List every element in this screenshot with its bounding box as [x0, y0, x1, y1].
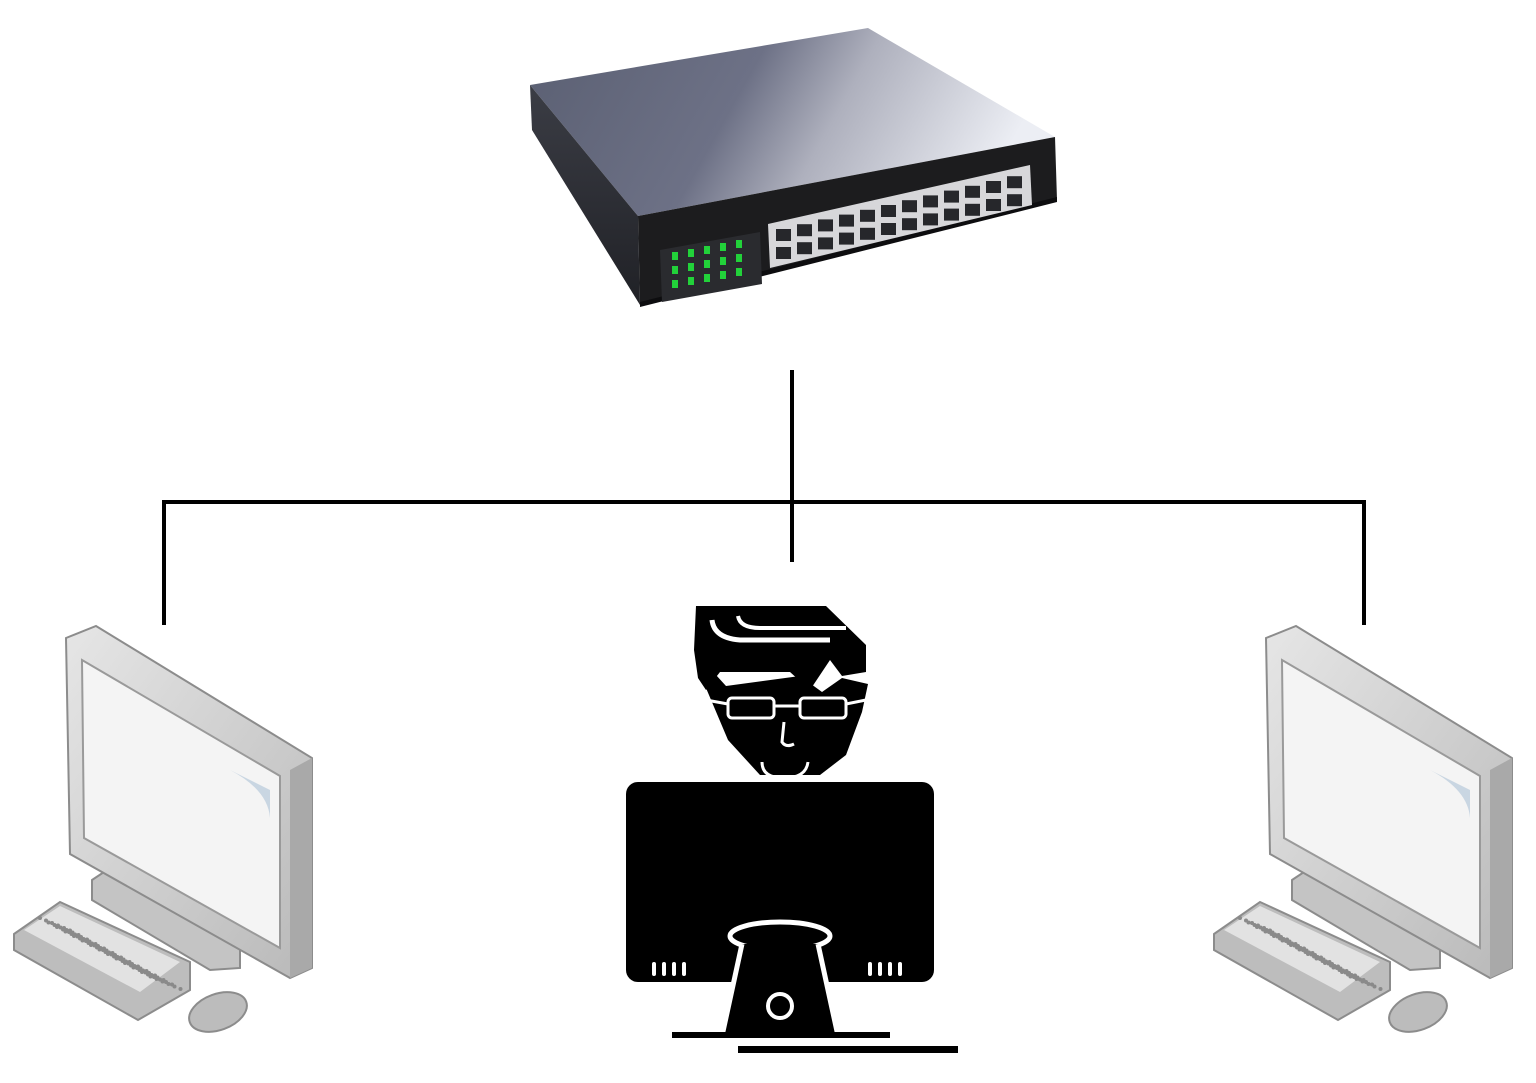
monitor-screen	[1280, 658, 1481, 950]
ethernet-port	[986, 199, 1001, 211]
ethernet-port	[1007, 176, 1022, 189]
status-led	[720, 271, 726, 279]
status-led	[672, 252, 678, 260]
ethernet-port	[944, 208, 959, 221]
ethernet-port	[818, 237, 833, 250]
ethernet-port	[797, 242, 812, 255]
status-led	[720, 257, 726, 265]
mouse	[1388, 991, 1448, 1033]
ethernet-port	[944, 190, 959, 203]
status-led	[688, 277, 694, 285]
mouse	[188, 991, 248, 1033]
status-led	[736, 254, 742, 262]
status-led	[704, 274, 710, 282]
ethernet-port	[1007, 194, 1022, 207]
network-switch-icon	[530, 28, 1057, 307]
ethernet-port	[902, 218, 917, 231]
desktop-computer-icon	[1213, 624, 1513, 1033]
ethernet-port	[776, 247, 791, 259]
ethernet-port	[839, 214, 854, 227]
connector-lines	[162, 370, 1366, 625]
ethernet-port	[902, 200, 917, 213]
ethernet-port-group	[776, 176, 1022, 259]
status-led	[704, 246, 710, 254]
ethernet-port	[839, 232, 854, 245]
ethernet-port	[965, 203, 980, 216]
hacker-computer-icon	[626, 606, 958, 1053]
ethernet-port	[776, 229, 791, 241]
ethernet-port	[881, 223, 896, 235]
desktop-computer-icon	[13, 624, 313, 1033]
status-led	[672, 280, 678, 288]
status-led	[672, 266, 678, 274]
ethernet-port	[986, 181, 1001, 193]
ethernet-port	[923, 213, 938, 226]
ethernet-port	[881, 205, 896, 217]
ethernet-port	[860, 209, 875, 222]
ethernet-port	[860, 227, 875, 240]
status-led	[736, 268, 742, 276]
status-led-group	[672, 240, 742, 288]
hacker-face	[706, 675, 868, 775]
status-led	[720, 243, 726, 251]
ethernet-port	[965, 185, 980, 198]
status-led	[736, 240, 742, 248]
hacker-hair	[694, 606, 866, 690]
monitor-screen	[80, 658, 281, 950]
status-led	[704, 260, 710, 268]
ethernet-port	[923, 195, 938, 208]
status-led	[688, 263, 694, 271]
hacker-monitor	[626, 782, 934, 982]
ethernet-port	[818, 219, 833, 232]
status-led	[688, 249, 694, 257]
ethernet-port	[797, 224, 812, 237]
